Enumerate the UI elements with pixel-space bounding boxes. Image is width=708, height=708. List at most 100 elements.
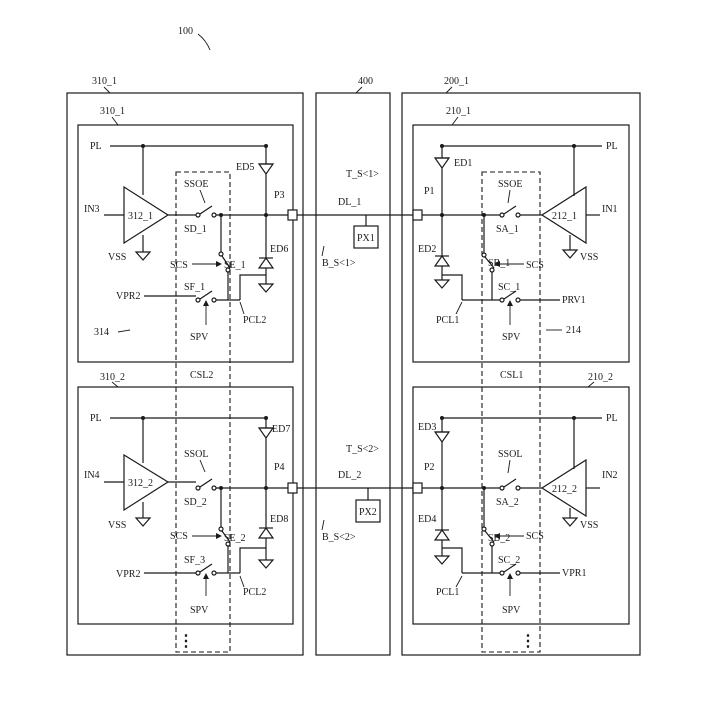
- switch-sa1-label: SA_1: [496, 224, 519, 235]
- right-bottom-leader: [587, 381, 595, 388]
- right-outer-block: [401, 92, 641, 656]
- scs-label: SCS: [170, 260, 188, 271]
- dl2-label: DL_2: [338, 470, 361, 481]
- pl-label: PL: [90, 413, 102, 424]
- input-label: IN3: [84, 204, 100, 215]
- diode-ed2-label: ED2: [418, 244, 436, 255]
- pad-p2: [412, 482, 423, 494]
- vpr2-label: VPR2: [116, 291, 140, 302]
- pad-p4: [287, 482, 298, 494]
- left-ellipsis: ⋮: [178, 633, 194, 650]
- diode-ed6-label: ED6: [270, 244, 288, 255]
- vpr2-label: VPR2: [116, 569, 140, 580]
- diode-ed4-label: ED4: [418, 514, 436, 525]
- switch-se2-label: SE_2: [224, 533, 246, 544]
- switch-se1-label: SE_1: [224, 260, 246, 271]
- figure-ref: 100: [178, 26, 193, 37]
- pl-label: PL: [606, 141, 618, 152]
- right-top-circuit: PL P1 ED1 ED2 SSOE SA_1 212_1 IN1: [412, 141, 618, 653]
- amp-label: 212_2: [552, 484, 577, 495]
- right-bottom-block: [412, 386, 630, 625]
- middle-label: 400: [358, 76, 373, 87]
- amp-label: 312_1: [128, 211, 153, 222]
- input-label: IN1: [602, 204, 618, 215]
- middle-panel: T_S<1> DL_1 PX1 B_S<1> T_S<2> DL_2 PX2 B…: [297, 169, 413, 543]
- pl-label: PL: [606, 413, 618, 424]
- amplifier-312-2: [123, 453, 170, 512]
- bs2-label: B_S<2>: [322, 532, 356, 543]
- pad-p3-label: P3: [274, 190, 285, 201]
- amplifier-312-1: [123, 185, 170, 245]
- vss-label: VSS: [108, 252, 126, 263]
- diode-ed3-label: ED3: [418, 422, 436, 433]
- left-top-label: 310_1: [100, 106, 125, 117]
- px2-label: PX2: [359, 507, 377, 518]
- vss-label: VSS: [580, 520, 598, 531]
- ssol-label: SSOL: [184, 449, 208, 460]
- right-ellipsis: ⋮: [520, 633, 536, 650]
- dashed-switch-group: [175, 171, 231, 653]
- pixel-px2: [355, 499, 381, 523]
- pad-p1-label: P1: [424, 186, 435, 197]
- switch-sa2-label: SA_2: [496, 497, 519, 508]
- left-outer-leader: [103, 86, 111, 94]
- csl1-label: CSL1: [500, 370, 523, 381]
- dashed-switch-group: [481, 171, 541, 653]
- middle-panel-block: [315, 92, 391, 656]
- amp-label: 312_2: [128, 478, 153, 489]
- left-top-circuit: PL IN3 312_1 VSS SSOE SD_1 ED5 ED6: [84, 141, 298, 653]
- left-top-leader: [111, 116, 119, 126]
- ssol-label: SSOL: [498, 449, 522, 460]
- scs-label: SCS: [170, 531, 188, 542]
- input-label: IN2: [602, 470, 618, 481]
- pl-label: PL: [90, 141, 102, 152]
- diode-ed1-label: ED1: [454, 158, 472, 169]
- right-top-label: 210_1: [446, 106, 471, 117]
- left-outer-block: [66, 92, 304, 656]
- right-top-block: [412, 124, 630, 363]
- spv-label: SPV: [502, 605, 521, 616]
- px1-label: PX1: [357, 233, 375, 244]
- ssoe-label: SSOE: [498, 179, 522, 190]
- switch-sd1-label: SD_1: [184, 224, 207, 235]
- left-bottom-label: 310_2: [100, 372, 125, 383]
- pad-p1: [412, 209, 423, 221]
- ref-214-label: 214: [566, 325, 581, 336]
- right-outer-leader: [445, 86, 453, 94]
- switch-sc1-label: SC_1: [498, 282, 520, 293]
- pcl2-label: PCL2: [243, 587, 266, 598]
- left-bottom-leader: [111, 381, 119, 388]
- left-outer-label: 310_1: [92, 76, 117, 87]
- middle-leader: [355, 86, 363, 94]
- vss-label: VSS: [108, 520, 126, 531]
- diode-ed8-label: ED8: [270, 514, 288, 525]
- switch-sf1-label: SF_1: [184, 282, 205, 293]
- vpr1-label: VPR1: [562, 568, 586, 579]
- ts2-label: T_S<2>: [346, 444, 379, 455]
- left-bottom-block: [77, 386, 294, 625]
- switch-sc2-label: SC_2: [498, 555, 520, 566]
- pcl1-label: PCL1: [436, 587, 459, 598]
- scs-label: SCS: [526, 531, 544, 542]
- right-bottom-label: 210_2: [588, 372, 613, 383]
- csl2-label: CSL2: [190, 370, 213, 381]
- diode-ed5-label: ED5: [236, 162, 254, 173]
- ref-314-label: 314: [94, 327, 109, 338]
- switch-sd2-label: SD_2: [184, 497, 207, 508]
- vss-label: VSS: [580, 252, 598, 263]
- spv-label: SPV: [190, 605, 209, 616]
- spv-label: SPV: [190, 332, 209, 343]
- input-label: IN4: [84, 470, 100, 481]
- left-bottom-circuit: PL IN4 312_2 VSS SSOL SD_2 ED7 ED8 P4: [84, 413, 298, 616]
- pcl1-label: PCL1: [436, 315, 459, 326]
- switch-sf3-label: SF_3: [184, 555, 205, 566]
- ssoe-label: SSOE: [184, 179, 208, 190]
- right-outer-label: 200_1: [444, 76, 469, 87]
- right-bottom-circuit: PL P2 ED3 ED4 SSOL SA_2 212_2 IN2 VSS: [412, 413, 618, 616]
- amp-label: 212_1: [552, 211, 577, 222]
- diode-ed7-label: ED7: [272, 424, 290, 435]
- right-top-leader: [451, 116, 459, 126]
- ts1-label: T_S<1>: [346, 169, 379, 180]
- pad-p4-label: P4: [274, 462, 285, 473]
